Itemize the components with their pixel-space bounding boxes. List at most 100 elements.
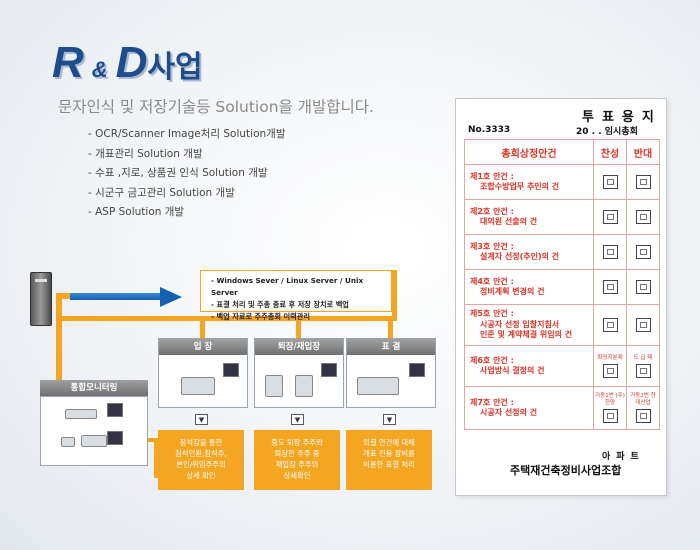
connector-line xyxy=(200,316,205,338)
vote-checkbox[interactable] xyxy=(602,245,618,259)
vote-checkbox[interactable] xyxy=(635,175,651,189)
subtitle: 문자인식 및 저장기술등 Solution을 개발합니다. xyxy=(58,98,374,116)
table-row: 제6호 안건 :사업방식 결정의 건 확정지분제 도 급 제 xyxy=(464,345,660,387)
title-d: D xyxy=(115,38,148,87)
header-for: 찬성 xyxy=(593,139,627,165)
item-desc: 시공자 선정의 건 xyxy=(480,408,538,417)
monitoring-panel xyxy=(40,396,148,466)
connector-line xyxy=(154,438,158,478)
connector-line xyxy=(296,316,301,338)
vote-checkbox[interactable] xyxy=(635,210,651,224)
monitor-icon xyxy=(107,403,123,417)
candidate-name: 가동1번 (주)한양 xyxy=(595,393,625,406)
header-against: 반대 xyxy=(626,139,660,165)
table-row: 제7호 안건 :시공자 선정의 건 가동1번 (주)한양 가동2번 현대산업 xyxy=(464,386,660,430)
vote-checkbox[interactable] xyxy=(602,409,618,423)
process-panel-entry: 입 장 xyxy=(158,338,248,408)
item-label: 제3호 안건 : xyxy=(470,241,514,251)
item-label: 제4호 안건 : xyxy=(470,276,514,286)
ballot-apartment: 아파트 xyxy=(602,452,645,462)
ballot-organization: 주택재건축정비사업조합 xyxy=(510,464,622,477)
vote-checkbox[interactable] xyxy=(635,245,651,259)
candidate-name: 가동2번 현대산업 xyxy=(630,393,656,406)
item-label: 제6호 안건 : xyxy=(470,355,514,365)
connector-line xyxy=(56,296,62,380)
arrow-icon xyxy=(70,293,160,300)
process-desc-entry: 참석장을 통한 참석인원,참석주, 본인/위임주주의 상세 확인 xyxy=(158,430,244,490)
counter-icon xyxy=(347,355,435,403)
ballot-title: 투표용지 xyxy=(582,110,662,125)
item-desc: 설계자 선정(추인)의 건 xyxy=(480,252,560,261)
title-r: R xyxy=(52,38,84,87)
title-suffix: 사업 xyxy=(147,51,203,84)
note-line: - Windows Sever / Linux Server / Unix Se… xyxy=(211,276,364,297)
process-title: 표 결 xyxy=(347,339,435,355)
gate-icon xyxy=(255,355,343,403)
ballot-number: No.3333 xyxy=(468,125,511,135)
bullet-item: - OCR/Scanner Image처리 Solution개발 xyxy=(88,128,286,140)
process-panel-exit: 퇴장/재입장 xyxy=(254,338,344,408)
connector-line xyxy=(56,316,396,321)
vote-checkbox[interactable] xyxy=(602,280,618,294)
candidate-name: 도 급 제 xyxy=(633,354,653,361)
item-label: 제7호 안건 : xyxy=(470,397,514,407)
vote-checkbox[interactable] xyxy=(602,363,618,378)
item-desc: 인준 및 계약체결 위임의 건 xyxy=(480,330,573,340)
candidate-name: 확정지분제 xyxy=(597,354,623,361)
chevron-down-icon[interactable]: ▼ xyxy=(383,414,396,425)
chevron-down-icon[interactable]: ▼ xyxy=(291,414,304,425)
vote-checkbox[interactable] xyxy=(635,409,651,423)
desc-line: 재입장 주주의 xyxy=(275,460,319,469)
server-icon xyxy=(30,272,52,326)
ballot-table: 총회상정안건 찬성 반대 제1호 안건 :조합수방업무 추인의 건 제2호 안건… xyxy=(464,139,660,430)
note-line: - 표결 처리 및 주총 종료 후 저장 장치로 백업 xyxy=(211,300,349,309)
vote-checkbox[interactable] xyxy=(602,175,618,189)
page-title: R&D사업 xyxy=(52,38,203,88)
header-agenda: 총회상정안건 xyxy=(464,139,594,165)
desc-line: 참석인원,참석주, xyxy=(175,449,227,458)
bullet-list: - OCR/Scanner Image처리 Solution개발 - 개표관리 … xyxy=(88,125,286,223)
desc-line: 의결 안건에 대해 xyxy=(363,438,415,447)
desc-line: 퇴장한 주주 중 xyxy=(274,449,320,458)
device-icon xyxy=(61,437,75,447)
item-label: 제5호 안건 : xyxy=(470,309,514,319)
desc-line: 참석장을 통한 xyxy=(179,438,223,447)
connector-line xyxy=(56,293,76,299)
vote-checkbox[interactable] xyxy=(602,318,618,332)
title-amp: & xyxy=(91,57,108,82)
device-icon xyxy=(65,409,97,419)
vote-checkbox[interactable] xyxy=(635,280,651,294)
desc-line: 개표 전용 장비를 xyxy=(363,449,415,458)
item-desc: 시공자 선정 입찰지침서 xyxy=(480,319,560,329)
item-label: 제1호 안건 : xyxy=(470,171,514,181)
table-row: 제1호 안건 :조합수방업무 추인의 건 xyxy=(464,164,660,200)
bullet-item: - ASP Solution 개발 xyxy=(88,206,185,218)
item-desc: 대의원 선출의 건 xyxy=(480,217,538,226)
process-desc-exit: 중도 퇴장 주주와 퇴장한 주주 중 재입장 주주의 상세확인 xyxy=(254,430,340,490)
desc-line: 본인/위임주주의 xyxy=(176,460,226,469)
item-desc: 정비계획 변경의 건 xyxy=(480,287,545,296)
connector-line xyxy=(392,270,397,321)
ballot-paper: 투표용지 No.3333 20 . . 임시총회 총회상정안건 찬성 반대 제1… xyxy=(455,98,667,496)
chevron-down-icon[interactable]: ▼ xyxy=(195,414,208,425)
bullet-item: - 수표 ,지로, 상품권 인식 Solution 개발 xyxy=(88,167,268,179)
vote-checkbox[interactable] xyxy=(602,210,618,224)
server-note-box: - Windows Sever / Linux Server / Unix Se… xyxy=(200,270,392,321)
table-row: 제3호 안건 :설계자 선정(추인)의 건 xyxy=(464,234,660,270)
item-desc: 조합수방업무 추인의 건 xyxy=(480,182,560,191)
ballot-date: 20 . . 임시총회 xyxy=(576,127,638,137)
desc-line: 상세 확인 xyxy=(186,471,216,480)
bullet-item: - 개표관리 Solution 개발 xyxy=(88,147,203,160)
device-icon xyxy=(81,435,107,447)
scanner-icon xyxy=(159,355,247,403)
vote-checkbox[interactable] xyxy=(635,318,651,332)
vote-checkbox[interactable] xyxy=(635,363,651,378)
arrow-head-icon xyxy=(160,287,182,307)
process-desc-vote: 의결 안건에 대해 개표 전용 장비를 이용한 표결 처리 xyxy=(346,430,432,490)
process-title: 퇴장/재입장 xyxy=(255,339,343,355)
item-label: 제2호 안건 : xyxy=(470,206,514,216)
desc-line: 이용한 표결 처리 xyxy=(363,460,415,469)
process-title: 입 장 xyxy=(159,339,247,355)
monitoring-title: 통합모니터링 xyxy=(40,380,148,396)
